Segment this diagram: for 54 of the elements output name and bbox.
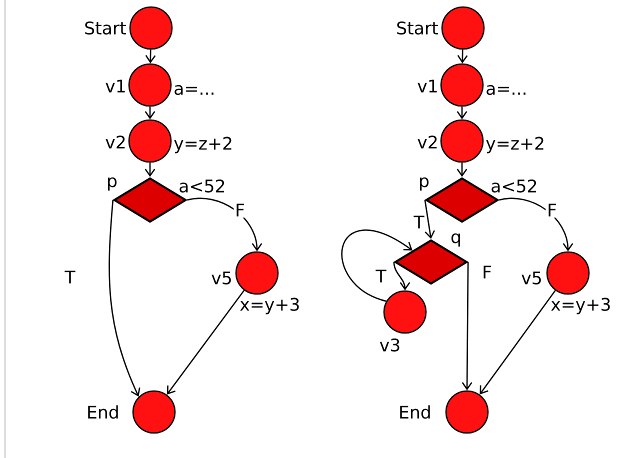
- state-circle: [440, 119, 484, 163]
- node-label: Start: [85, 21, 126, 35]
- node-label: v1: [418, 80, 437, 92]
- arrow: [462, 262, 472, 390]
- edge-label: T: [374, 268, 388, 284]
- state-circle: [132, 390, 176, 434]
- arrow: [108, 200, 140, 397]
- node-label: v2: [106, 136, 125, 148]
- state-circle: [383, 290, 427, 334]
- node-label: x=y+3: [551, 298, 610, 314]
- node-label: v1: [106, 80, 125, 92]
- arrow: [424, 200, 435, 239]
- node-label: End: [88, 405, 118, 419]
- arrow: [341, 230, 412, 302]
- node-label: y=z+2: [486, 136, 544, 154]
- node-label: a<52: [492, 179, 536, 193]
- node-label: p: [420, 177, 429, 191]
- edge-label: F: [546, 202, 558, 218]
- node-label: q: [451, 233, 460, 247]
- state-circle: [235, 251, 279, 295]
- arrow: [456, 106, 468, 120]
- arrow: [144, 162, 156, 177]
- arrow: [186, 198, 262, 252]
- node-label: a=...: [486, 85, 526, 95]
- node-label: p: [108, 177, 117, 191]
- node-label: v3: [380, 338, 400, 352]
- node-label: End: [400, 405, 430, 419]
- state-circle: [440, 63, 484, 107]
- arrow: [498, 198, 574, 252]
- node-label: y=z+2: [174, 136, 232, 154]
- node-label: v5: [522, 272, 541, 284]
- state-circle: [441, 6, 485, 50]
- edge-label: T: [412, 214, 426, 230]
- state-circle: [445, 390, 489, 434]
- node-label: Start: [397, 21, 438, 35]
- state-circle: [546, 251, 590, 295]
- arrow: [457, 50, 468, 64]
- node-label: v2: [418, 136, 437, 148]
- arrow: [145, 50, 156, 64]
- node-label: v5: [212, 272, 231, 284]
- node-label: x=y+3: [240, 298, 299, 314]
- edge-label: T: [63, 269, 77, 285]
- arrow: [144, 106, 156, 120]
- arrow: [456, 162, 468, 177]
- state-circle: [128, 63, 172, 107]
- arrow: [480, 290, 556, 394]
- node-label: a<52: [180, 179, 224, 193]
- edge-label: F: [234, 202, 246, 218]
- edge-label: F: [480, 264, 494, 280]
- arrow: [166, 290, 245, 395]
- arrow: [393, 262, 410, 290]
- state-circle: [129, 6, 173, 50]
- node-label: a=...: [174, 85, 214, 95]
- state-circle: [128, 119, 172, 163]
